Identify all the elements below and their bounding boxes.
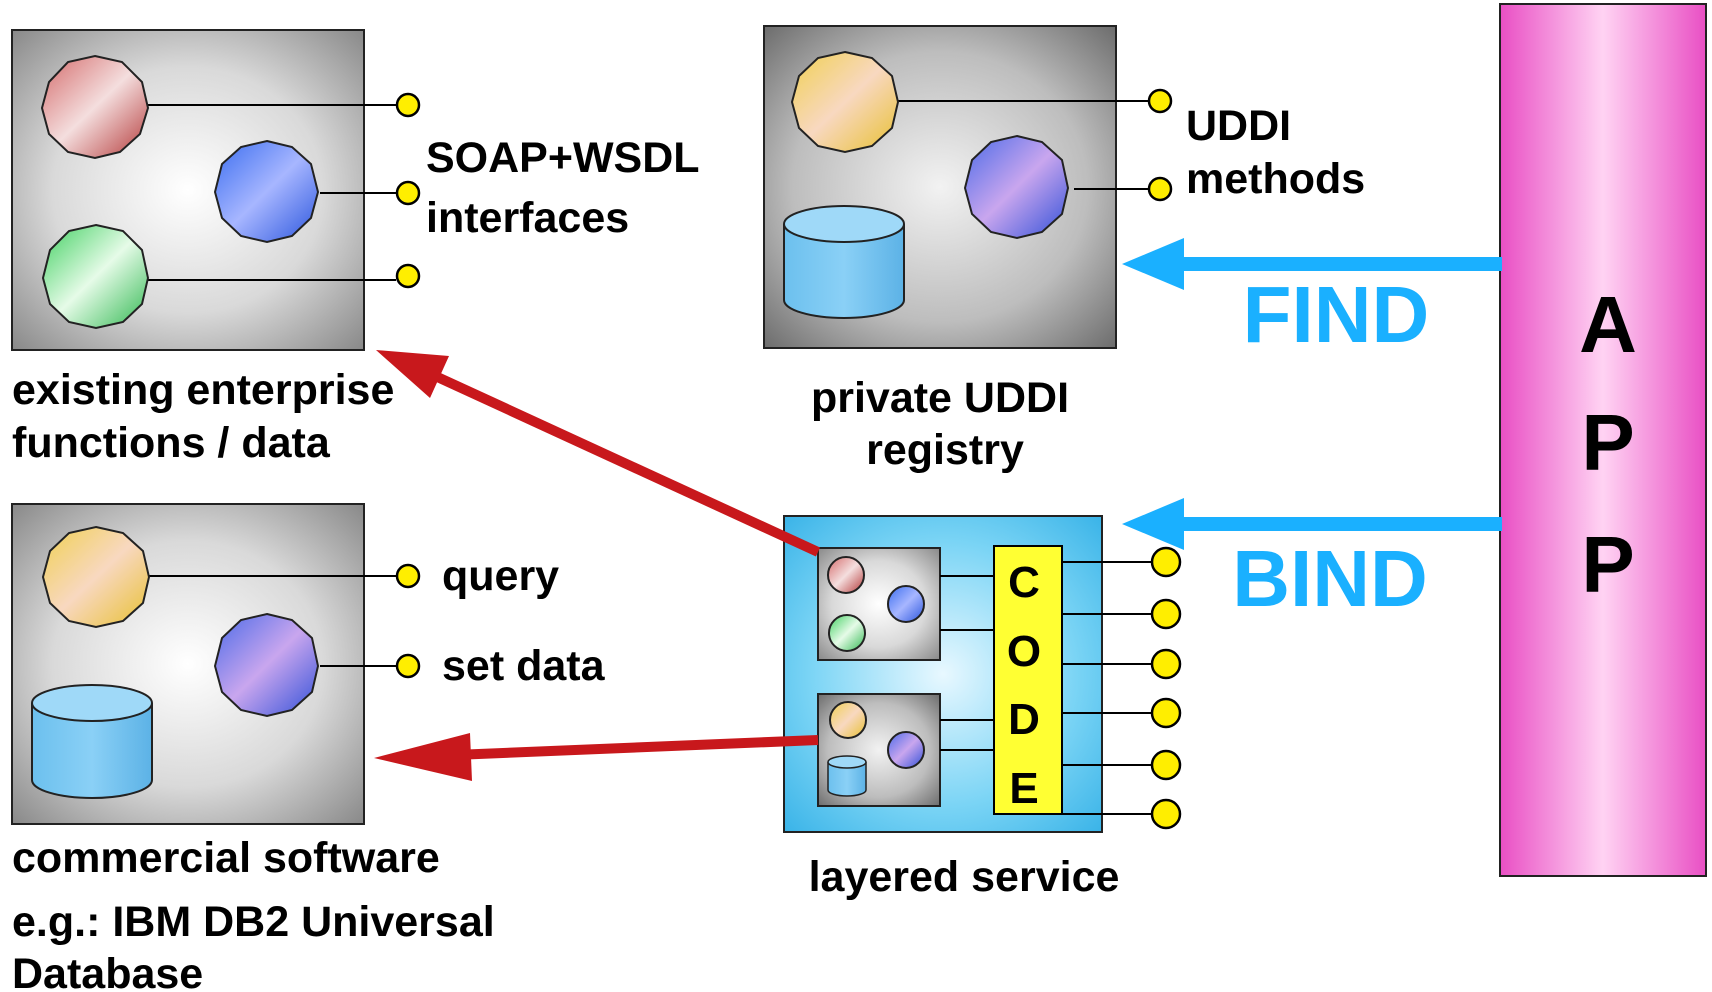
app-block <box>1499 3 1707 877</box>
database-icon <box>827 755 867 797</box>
port-icon[interactable] <box>1150 798 1182 830</box>
red-arrow-to-enterprise <box>376 350 821 557</box>
registry-caption-line2: registry <box>866 426 1024 474</box>
commercial-port-query: query <box>442 552 559 600</box>
find-label: FIND <box>1243 270 1430 359</box>
app-letter: A <box>1579 280 1637 369</box>
app-letter: P <box>1581 398 1634 487</box>
enterprise-group: SOAP+WSDL interfaces existing enterprise… <box>11 29 700 467</box>
registry-methods-line2: methods <box>1186 155 1365 203</box>
registry-methods-line1: UDDI <box>1186 102 1291 150</box>
layered-caption: layered service <box>809 853 1120 901</box>
port-icon[interactable] <box>1150 697 1182 729</box>
commercial-group: query set data commercial software e.g.:… <box>11 503 606 992</box>
purple-ball-icon <box>963 134 1070 240</box>
red-arrow-to-commercial <box>374 733 819 781</box>
layered-group: C O D E layered service <box>783 515 1182 901</box>
app-letter: P <box>1581 520 1634 609</box>
green-ball-icon <box>41 223 150 330</box>
database-icon <box>31 684 153 799</box>
enterprise-caption-line2: functions / data <box>12 419 331 467</box>
port-icon[interactable] <box>1150 546 1182 578</box>
green-ball-icon <box>828 614 866 652</box>
yellow-ball-icon <box>41 525 151 629</box>
port-icon[interactable] <box>1147 176 1173 202</box>
enterprise-interface-line1: SOAP+WSDL <box>426 134 700 182</box>
blue-ball-icon <box>887 585 925 623</box>
purple-ball-icon <box>213 612 320 718</box>
registry-caption-line1: private UDDI <box>811 374 1069 422</box>
port-icon[interactable] <box>1150 598 1182 630</box>
port-icon[interactable] <box>1150 749 1182 781</box>
code-letter: O <box>1007 627 1041 676</box>
code-block <box>993 545 1063 815</box>
commercial-port-set-data: set data <box>442 642 606 690</box>
yellow-ball-icon <box>829 701 867 739</box>
purple-ball-icon <box>887 731 925 769</box>
yellow-ball-icon <box>790 50 900 154</box>
port-icon[interactable] <box>395 180 421 206</box>
red-ball-icon <box>40 54 150 160</box>
registry-group: UDDI methods private UDDI registry <box>763 25 1365 474</box>
port-icon[interactable] <box>395 563 421 589</box>
enterprise-caption-line1: existing enterprise <box>12 366 394 414</box>
red-ball-icon <box>827 556 865 594</box>
database-icon <box>783 205 905 319</box>
port-icon[interactable] <box>1147 88 1173 114</box>
port-icon[interactable] <box>1150 648 1182 680</box>
find-arrow <box>1122 238 1502 290</box>
code-letter: E <box>1009 764 1038 813</box>
enterprise-interface-line2: interfaces <box>426 194 629 242</box>
code-letter: D <box>1008 695 1040 744</box>
port-icon[interactable] <box>395 263 421 289</box>
port-icon[interactable] <box>395 653 421 679</box>
blue-ball-icon <box>213 139 320 244</box>
code-letter: C <box>1008 558 1040 607</box>
port-icon[interactable] <box>395 92 421 118</box>
app-group: A P P <box>1499 3 1707 877</box>
commercial-caption-line1: commercial software <box>12 834 440 882</box>
commercial-caption-line3: Database <box>12 950 203 992</box>
bind-arrow <box>1122 498 1502 550</box>
bind-label: BIND <box>1232 534 1428 623</box>
commercial-caption-line2: e.g.: IBM DB2 Universal <box>12 898 495 946</box>
